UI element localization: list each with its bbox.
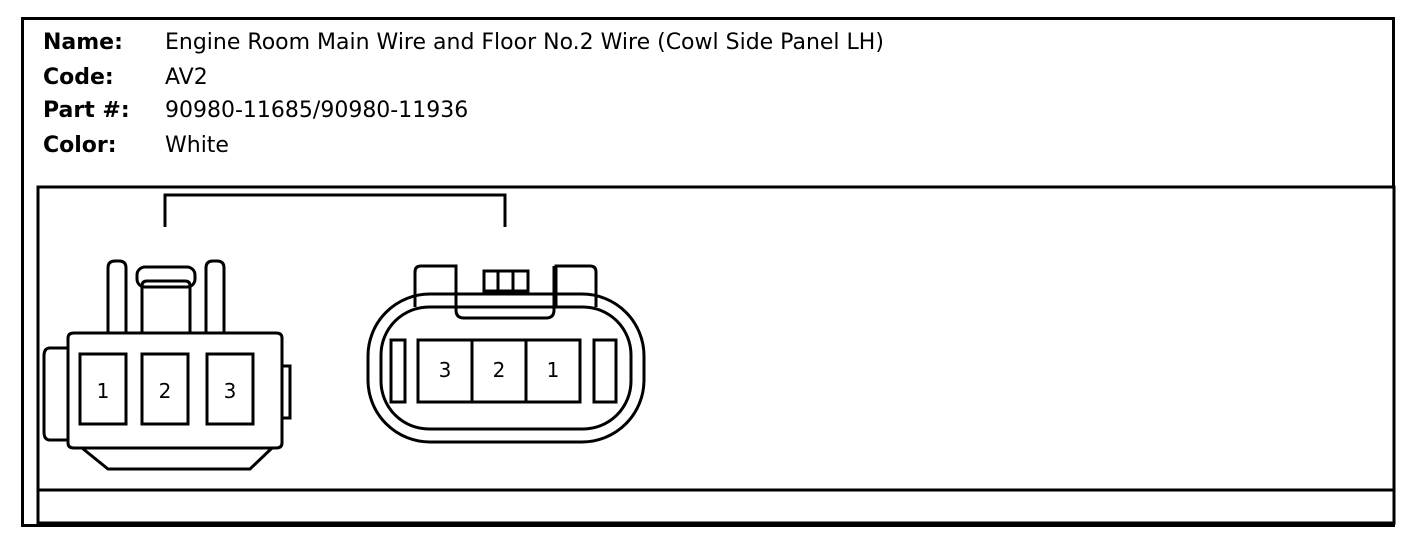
right-connector-lock-window	[482, 269, 530, 293]
right-connector-right-slot	[592, 338, 618, 404]
left-pin-number: 3	[224, 379, 237, 403]
right-connector-latch	[454, 266, 556, 320]
connector-pair-bracket	[163, 193, 507, 227]
code-value: AV2	[165, 65, 208, 90]
code-label: Code:	[43, 65, 114, 90]
left-connector-lock-window	[135, 265, 197, 289]
left-connector-housing	[66, 331, 284, 450]
right-pin-number: 3	[439, 358, 452, 382]
left-pin-cavity	[205, 352, 255, 426]
left-connector-side-tab	[42, 346, 68, 442]
left-connector-right-tab	[282, 364, 292, 420]
right-connector-right-shoulder	[554, 264, 598, 307]
name-value: Engine Room Main Wire and Floor No.2 Wir…	[165, 30, 884, 55]
right-connector-inner-housing	[379, 305, 633, 431]
right-connector-left-slot	[389, 338, 407, 404]
right-pin-number: 2	[493, 358, 506, 382]
left-pin-number: 2	[159, 379, 172, 403]
left-pin-cavity	[78, 352, 128, 426]
name-label: Name:	[43, 30, 123, 55]
color-value: White	[165, 133, 229, 158]
left-pin-cavity	[140, 352, 190, 426]
left-connector-latch	[140, 279, 192, 333]
left-pin-number: 1	[97, 379, 110, 403]
right-pin-cavity	[524, 338, 582, 404]
left-connector-left-post	[106, 259, 128, 333]
right-connector	[366, 264, 646, 444]
part-value: 90980-11685/90980-11936	[165, 98, 469, 123]
left-connector-right-post	[204, 259, 226, 333]
right-pin-number: 1	[547, 358, 560, 382]
color-label: Color:	[43, 133, 117, 158]
left-connector-bottom-shroud	[81, 446, 274, 471]
diagram-panel	[36, 185, 1396, 525]
right-connector-left-shoulder	[413, 264, 458, 307]
left-connector	[42, 259, 292, 471]
right-connector-outer-housing	[366, 292, 646, 444]
part-label: Part #:	[43, 98, 130, 123]
